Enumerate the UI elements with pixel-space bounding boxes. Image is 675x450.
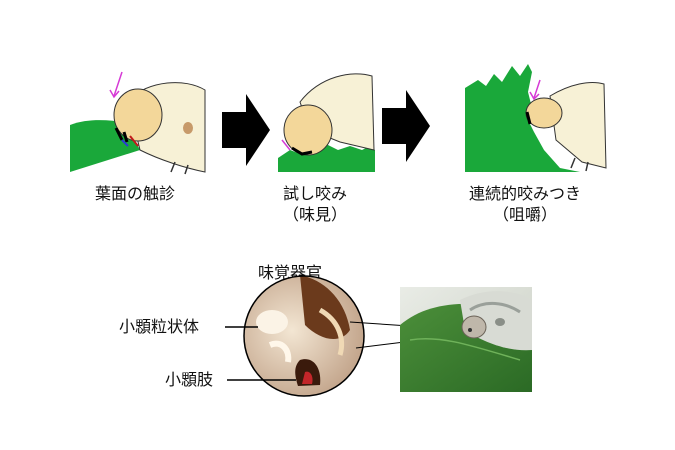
silkworm-photo	[0, 0, 675, 450]
